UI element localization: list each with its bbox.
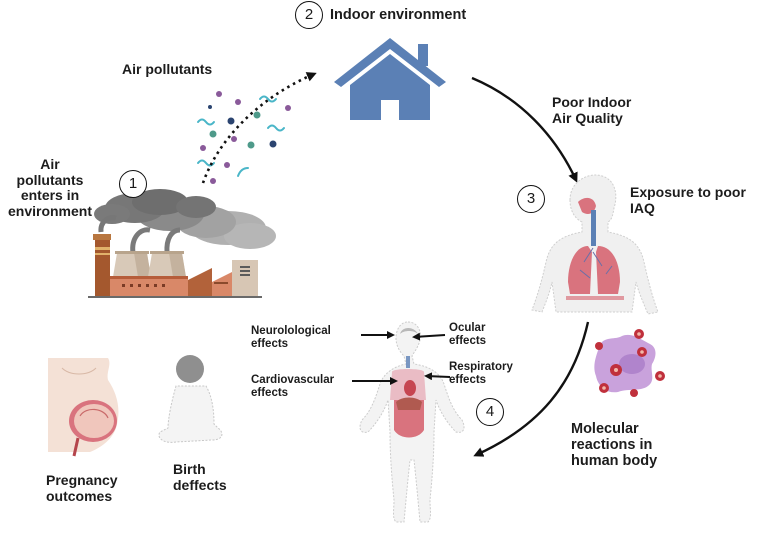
ocular-effects-label: Ocular effects bbox=[449, 322, 486, 348]
reaction-to-effects-arrow bbox=[473, 321, 590, 457]
pregnancy-line-1: Pregnancy bbox=[46, 472, 118, 488]
birth-defects-label: Birth deffects bbox=[173, 461, 227, 493]
cell-virus-icon bbox=[594, 329, 665, 397]
step-4-label: Molecular reactions in human body bbox=[571, 421, 657, 470]
human-body-icon bbox=[359, 321, 465, 523]
respiratory-system-icon bbox=[531, 174, 659, 315]
step-1-badge: 1 bbox=[119, 170, 147, 198]
pollutant-flow-arrow bbox=[201, 72, 317, 184]
poor-iaq-line-2: Air Quality bbox=[552, 109, 623, 126]
step-3-label: Exposure to poor IAQ bbox=[630, 184, 746, 216]
step-2-label: Indoor environment bbox=[330, 7, 467, 23]
ocular-line-2: effects bbox=[449, 334, 487, 347]
cardiovascular-effects-label: Cardiovascular effects bbox=[251, 374, 334, 400]
step-3-line-2: IAQ bbox=[630, 199, 655, 216]
step-1-line-2: pollutants bbox=[16, 171, 84, 188]
neurological-line-1: Neurolological bbox=[251, 325, 331, 337]
pollutant-particles-icon bbox=[197, 91, 291, 184]
step-4-badge: 4 bbox=[476, 398, 504, 426]
birth-line-2: deffects bbox=[173, 476, 227, 493]
respiratory-effects-label: Respiratory effects bbox=[449, 361, 513, 387]
pregnancy-outcomes-label: Pregnancy outcomes bbox=[46, 472, 118, 504]
step-3-badge: 3 bbox=[517, 185, 545, 213]
neurological-line-2: effects bbox=[251, 337, 289, 350]
baby-icon bbox=[158, 355, 223, 443]
step-1-label: Air pollutants enters in environment bbox=[0, 156, 100, 220]
respiratory-arrow bbox=[424, 372, 451, 381]
factory-icon bbox=[88, 189, 276, 298]
poor-iaq-line-1: Poor Indoor bbox=[552, 94, 632, 110]
ocular-line-1: Ocular bbox=[449, 322, 486, 334]
neurological-effects-label: Neurolological effects bbox=[251, 325, 331, 351]
smoke-icon bbox=[94, 189, 276, 254]
step-1-line-4: environment bbox=[7, 203, 92, 220]
step-4-line-1: Molecular bbox=[571, 421, 639, 437]
step-4-line-3: human body bbox=[571, 453, 658, 470]
respiratory-line-1: Respiratory bbox=[449, 361, 513, 373]
pregnancy-line-2: outcomes bbox=[46, 487, 113, 504]
ocular-arrow bbox=[412, 332, 446, 341]
step-1-line-1: Air bbox=[40, 156, 60, 172]
step-2-badge: 2 bbox=[295, 1, 323, 29]
cardiovascular-line-1: Cardiovascular bbox=[251, 374, 335, 386]
step-4-line-2: reactions in bbox=[571, 437, 653, 454]
cardiovascular-line-2: effects bbox=[251, 386, 289, 399]
birth-line-1: Birth bbox=[173, 461, 206, 477]
respiratory-line-2: effects bbox=[449, 373, 487, 386]
step-1-line-3: enters in bbox=[20, 187, 80, 204]
poor-iaq-label: Poor Indoor Air Quality bbox=[552, 94, 632, 126]
pregnancy-icon bbox=[48, 358, 119, 457]
step-3-line-1: Exposure to poor bbox=[630, 184, 746, 200]
house-icon bbox=[334, 38, 446, 120]
house-to-body-arrow bbox=[471, 76, 578, 183]
air-pollutants-label: Air pollutants bbox=[122, 61, 213, 77]
